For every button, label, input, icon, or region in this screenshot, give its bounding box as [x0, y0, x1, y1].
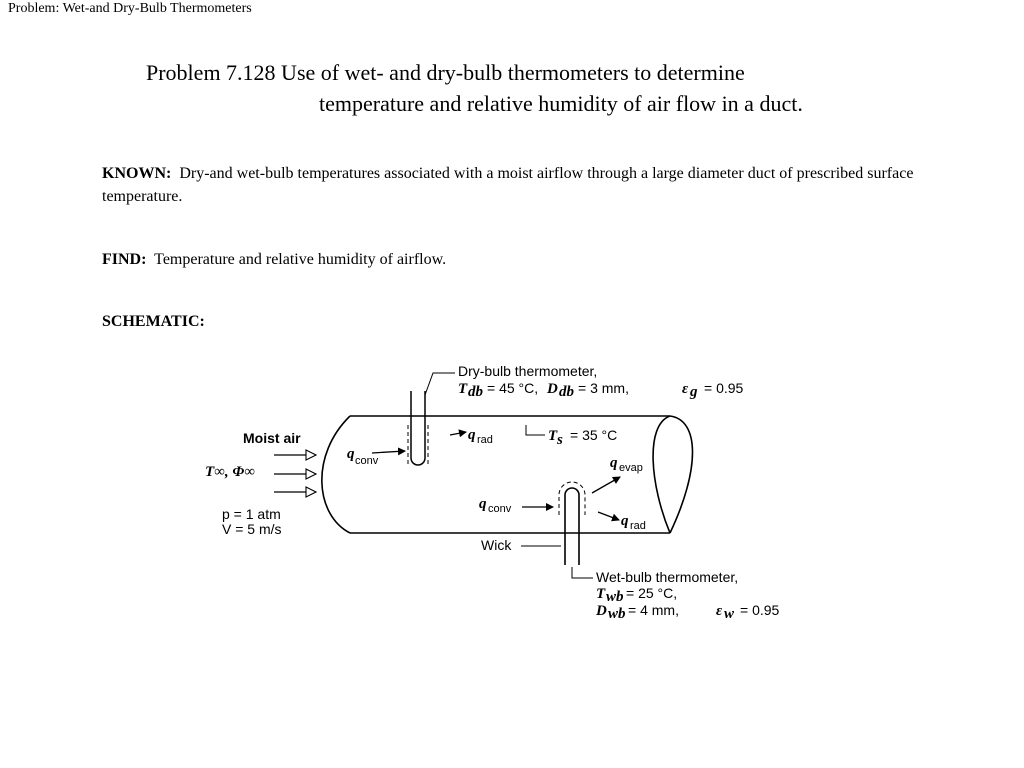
moist-air-label: Moist air: [243, 430, 301, 446]
q-evap: q evap: [610, 455, 643, 474]
schematic-label: SCHEMATIC:: [102, 313, 205, 330]
q-rad-dry: q rad: [468, 427, 493, 446]
velocity-label: V = 5 m/s: [222, 521, 282, 537]
svg-text:q: q: [610, 455, 618, 471]
svg-text:= 45 °C,: = 45 °C,: [487, 380, 538, 396]
known-section: KNOWN: Dry-and wet-bulb temperatures ass…: [102, 162, 922, 208]
svg-text:= 0.95: = 0.95: [704, 380, 744, 396]
svg-text:= 35 °C: = 35 °C: [570, 427, 617, 443]
q-evap-arrow: [591, 476, 621, 494]
svg-text:Wet-bulb thermometer,: Wet-bulb thermometer,: [596, 569, 738, 585]
svg-text:wb: wb: [608, 606, 626, 622]
dry-bulb-thermometer: [407, 372, 455, 467]
q-rad-dry-arrow: [449, 429, 467, 438]
wet-bulb-thermometer: [558, 481, 593, 579]
svg-text:g: g: [689, 384, 698, 400]
svg-text:ε: ε: [716, 603, 723, 619]
svg-text:T: T: [548, 428, 558, 444]
problem-title-line2: temperature and relative humidity of air…: [319, 91, 803, 116]
wet-bulb-label: Wet-bulb thermometer, T wb = 25 °C, D wb…: [595, 569, 780, 622]
svg-text:s: s: [556, 432, 563, 448]
find-label: FIND:: [102, 251, 147, 268]
find-section: FIND: Temperature and relative humidity …: [102, 248, 922, 271]
q-rad-wet: q rad: [621, 513, 646, 532]
svg-text:db: db: [468, 384, 484, 400]
svg-text:q: q: [468, 427, 476, 443]
svg-text:q: q: [479, 496, 487, 512]
svg-text:conv: conv: [488, 503, 512, 515]
svg-text:db: db: [559, 384, 575, 400]
svg-text:conv: conv: [355, 455, 379, 467]
svg-text:= 3 mm,: = 3 mm,: [578, 380, 629, 396]
surface-leader: [525, 425, 545, 436]
svg-text:T: T: [596, 586, 606, 602]
svg-text:q: q: [347, 446, 355, 462]
schematic-section: SCHEMATIC:: [102, 310, 922, 333]
svg-text:T: T: [458, 381, 468, 397]
pressure-label: p = 1 atm: [222, 506, 281, 522]
known-text: Dry-and wet-bulb temperatures associated…: [102, 165, 914, 205]
q-conv-dry: q conv: [347, 446, 379, 467]
dry-bulb-label: Dry-bulb thermometer, T db = 45 °C, D db…: [458, 363, 744, 400]
header-title: Problem: Wet-and Dry-Bulb Thermometers: [8, 1, 252, 16]
svg-text:= 0.95: = 0.95: [740, 602, 780, 618]
q-rad-wet-arrow: [597, 511, 620, 522]
problem-title-line1: Problem 7.128 Use of wet- and dry-bulb t…: [146, 60, 745, 85]
t-inf-label: T∞, Φ∞: [205, 464, 255, 480]
svg-text:D: D: [546, 381, 558, 397]
find-text: Temperature and relative humidity of air…: [154, 251, 447, 268]
surface-temp-label: T s = 35 °C: [548, 427, 617, 448]
known-label: KNOWN:: [102, 165, 172, 182]
svg-text:= 4 mm,: = 4 mm,: [628, 602, 679, 618]
wick-label: Wick: [481, 537, 512, 553]
svg-text:D: D: [595, 603, 607, 619]
svg-text:rad: rad: [630, 520, 646, 532]
svg-text:ε: ε: [682, 381, 689, 397]
svg-text:w: w: [724, 606, 735, 622]
svg-text:= 25 °C,: = 25 °C,: [626, 585, 677, 601]
svg-text:rad: rad: [477, 434, 493, 446]
q-conv-dry-arrow: [371, 447, 406, 456]
q-conv-wet: q conv: [479, 496, 512, 515]
svg-text:wb: wb: [606, 589, 624, 605]
duct: [321, 415, 694, 534]
thermometer-duct-schematic: Dry-bulb thermometer, T db = 45 °C, D db…: [205, 363, 780, 622]
svg-text:q: q: [621, 513, 629, 529]
svg-text:Dry-bulb thermometer,: Dry-bulb thermometer,: [458, 363, 597, 379]
svg-text:evap: evap: [619, 462, 643, 474]
inflow-arrows: [274, 455, 316, 492]
